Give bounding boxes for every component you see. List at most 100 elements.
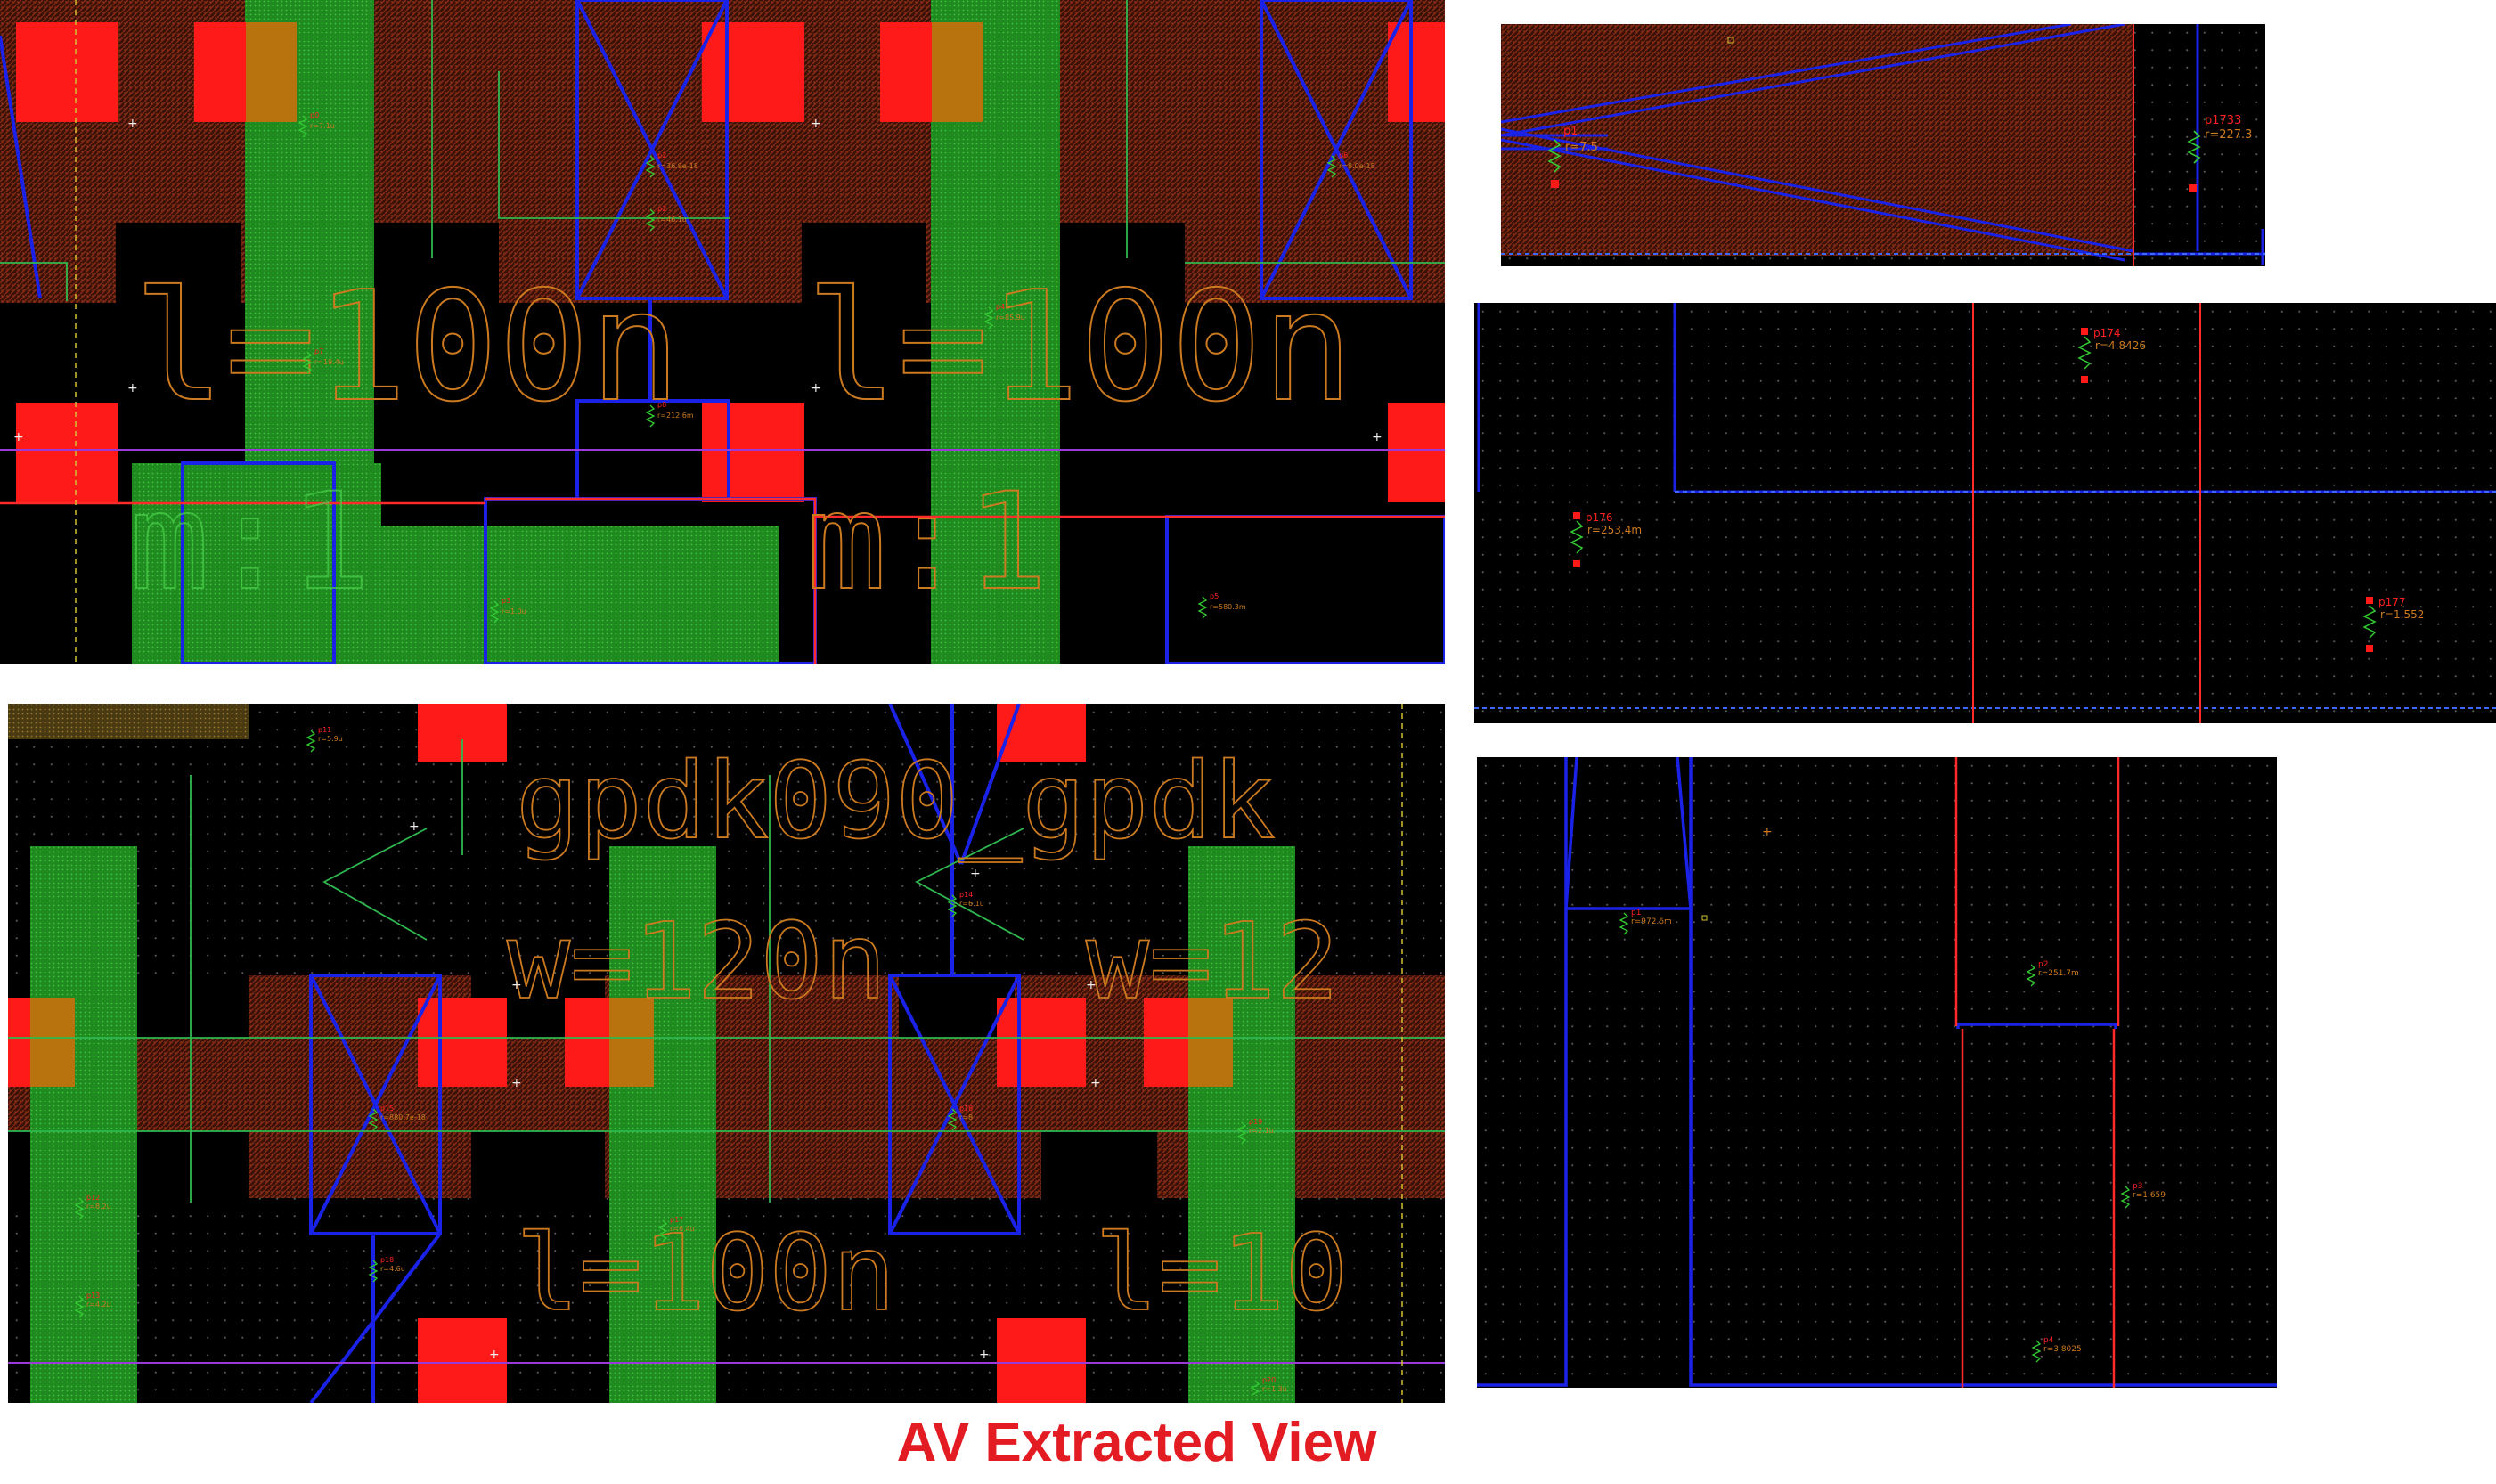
svg-text:p2: p2 xyxy=(657,151,666,159)
layout-panel-top-left[interactable]: l=100n l=100n m:1 m:1 p0 r=7.1u p2 r=36.… xyxy=(0,0,1445,664)
svg-text:p11: p11 xyxy=(318,726,331,734)
svg-text:p19: p19 xyxy=(1249,1118,1262,1126)
layout-panel-bottom-right[interactable]: p1 r=972.6m p2 r=251.7m p3 r=1.659 p4 r=… xyxy=(1477,757,2277,1388)
resistor-symbol: p174 r=4.8426 xyxy=(2077,327,2146,383)
resistor-symbol: p3 r=1.0u xyxy=(489,597,526,624)
contact xyxy=(997,704,1086,762)
layout-canvas-a: l=100n l=100n m:1 m:1 p0 r=7.1u p2 r=36.… xyxy=(0,0,1445,664)
contact xyxy=(997,998,1086,1087)
svg-text:p177: p177 xyxy=(2378,596,2406,608)
instance-label: l=100n xyxy=(516,1211,895,1334)
contact xyxy=(1388,403,1445,502)
contact xyxy=(1144,998,1188,1087)
layout-panel-top-right[interactable]: p1 r=7.5 p1733 r=227.3 xyxy=(1501,24,2265,266)
svg-text:r=46.1u: r=46.1u xyxy=(657,216,687,224)
svg-text:r=1.552: r=1.552 xyxy=(2380,608,2424,621)
svg-text:+: + xyxy=(979,1348,990,1362)
svg-text:p14: p14 xyxy=(959,891,973,899)
instance-label: gpdk090_gpdk xyxy=(516,739,1276,862)
svg-text:r=880.7e-18: r=880.7e-18 xyxy=(380,1113,426,1121)
svg-text:r=6.1u: r=6.1u xyxy=(959,900,984,908)
svg-text:p20: p20 xyxy=(1262,1376,1276,1384)
svg-text:r=1.0u: r=1.0u xyxy=(502,607,526,616)
multiplier-label: m:1 xyxy=(129,465,371,620)
resistor-symbol: p1 r=972.6m xyxy=(1619,909,1672,935)
svg-text:r=3.8025: r=3.8025 xyxy=(2043,1345,2082,1354)
svg-text:+: + xyxy=(127,117,138,131)
contact xyxy=(418,1318,507,1403)
svg-text:p2: p2 xyxy=(2038,960,2048,969)
svg-text:r=19.4u: r=19.4u xyxy=(314,358,344,366)
poly-gate xyxy=(30,846,137,1403)
svg-text:r=8: r=8 xyxy=(959,1113,973,1121)
svg-text:p176: p176 xyxy=(1586,511,1613,524)
svg-text:p13: p13 xyxy=(86,1292,100,1300)
svg-text:p0: p0 xyxy=(310,111,319,119)
svg-text:r=253.4m: r=253.4m xyxy=(1587,524,1642,536)
svg-text:r=251.7m: r=251.7m xyxy=(2038,969,2079,978)
svg-text:p1: p1 xyxy=(1631,909,1641,917)
layout-panel-bottom-left[interactable]: gpdk090_gpdk w=120n w=12 l=100n l=10 p11… xyxy=(8,704,1445,1403)
svg-text:r=227.3: r=227.3 xyxy=(2205,128,2252,142)
instance-label: w=120n xyxy=(507,900,886,1023)
contact xyxy=(8,998,30,1087)
resistor-symbol: p14 r=6.1u xyxy=(947,891,984,917)
svg-text:p8: p8 xyxy=(657,401,666,409)
svg-text:r=2.1u: r=2.1u xyxy=(1249,1127,1274,1135)
svg-text:r=4.2u: r=4.2u xyxy=(86,1301,111,1309)
resistor-symbol: p15 r=880.7e-18 xyxy=(368,1105,426,1131)
svg-text:r=212.6m: r=212.6m xyxy=(657,412,694,420)
svg-text:r=7.1u: r=7.1u xyxy=(310,122,335,130)
resistor-symbol: p1733 r=227.3 xyxy=(2187,114,2252,192)
svg-text:r=8.0e-18: r=8.0e-18 xyxy=(1339,162,1375,170)
svg-text:p4: p4 xyxy=(2043,1336,2054,1345)
resistor-symbol: p20 r=1.3u xyxy=(1250,1376,1287,1396)
resistor-symbol: p3 r=1.659 xyxy=(2120,1182,2166,1209)
svg-text:p7: p7 xyxy=(314,347,323,355)
resistor-symbol: p1 r=7.5 xyxy=(1547,125,1598,188)
svg-text:+: + xyxy=(13,430,24,444)
resistor-symbol: p7 r=19.4u xyxy=(302,347,344,374)
svg-text:r=580.3m: r=580.3m xyxy=(1210,603,1246,611)
svg-text:r=7.5: r=7.5 xyxy=(1565,141,1598,154)
metal-routing xyxy=(1477,303,2496,493)
resistor-symbol: p16 r=8 xyxy=(947,1105,973,1131)
svg-text:p3: p3 xyxy=(2133,1182,2142,1191)
instance-label: l=100n xyxy=(134,259,681,436)
svg-text:p17: p17 xyxy=(670,1216,683,1224)
resistor-symbol: p4 r=85.9u xyxy=(983,303,1025,330)
multiplier-label: m:1 xyxy=(806,465,1048,620)
svg-text:+: + xyxy=(811,117,821,131)
svg-text:r=1.3u: r=1.3u xyxy=(1262,1385,1287,1393)
layout-canvas-b: gpdk090_gpdk w=120n w=12 l=100n l=10 p11… xyxy=(8,704,1445,1403)
instance-label: l=10 xyxy=(1095,1211,1348,1334)
svg-text:p4: p4 xyxy=(996,303,1005,311)
svg-text:p5: p5 xyxy=(1210,592,1219,600)
svg-text:+: + xyxy=(1372,430,1383,444)
svg-text:p15: p15 xyxy=(380,1105,394,1113)
layout-canvas-d: p174 r=4.8426 p176 r=253.4m p177 r=1.552 xyxy=(1474,303,2496,723)
resistor-symbol: p4 r=3.8025 xyxy=(2031,1336,2082,1363)
contact xyxy=(16,403,118,502)
contact xyxy=(194,22,246,122)
svg-text:+: + xyxy=(1090,1076,1101,1090)
resistor-symbol: p11 r=5.9u xyxy=(306,726,343,753)
contact xyxy=(702,403,804,502)
svg-text:r=4.6u: r=4.6u xyxy=(380,1265,405,1273)
contact xyxy=(418,998,507,1087)
svg-text:r=4.8426: r=4.8426 xyxy=(2095,339,2146,352)
svg-text:+: + xyxy=(970,867,981,881)
svg-text:p6: p6 xyxy=(1339,151,1348,159)
resistor-symbol: p176 r=253.4m xyxy=(1570,511,1642,567)
layout-panel-middle-right[interactable]: p174 r=4.8426 p176 r=253.4m p177 r=1.552 xyxy=(1474,303,2496,723)
svg-text:p3: p3 xyxy=(502,597,510,605)
poly-gate xyxy=(132,463,381,664)
view-caption: AV Extracted View xyxy=(896,1412,1377,1473)
resistor-symbol: p6 r=8.0e-18 xyxy=(1326,151,1375,178)
svg-text:r=1.659: r=1.659 xyxy=(2133,1191,2166,1200)
poly-gate xyxy=(609,846,716,1403)
svg-text:+: + xyxy=(511,1076,522,1090)
instance-label: l=100n xyxy=(806,259,1353,436)
svg-text:+: + xyxy=(1762,825,1773,839)
svg-text:r=36.9e-18: r=36.9e-18 xyxy=(657,162,698,170)
